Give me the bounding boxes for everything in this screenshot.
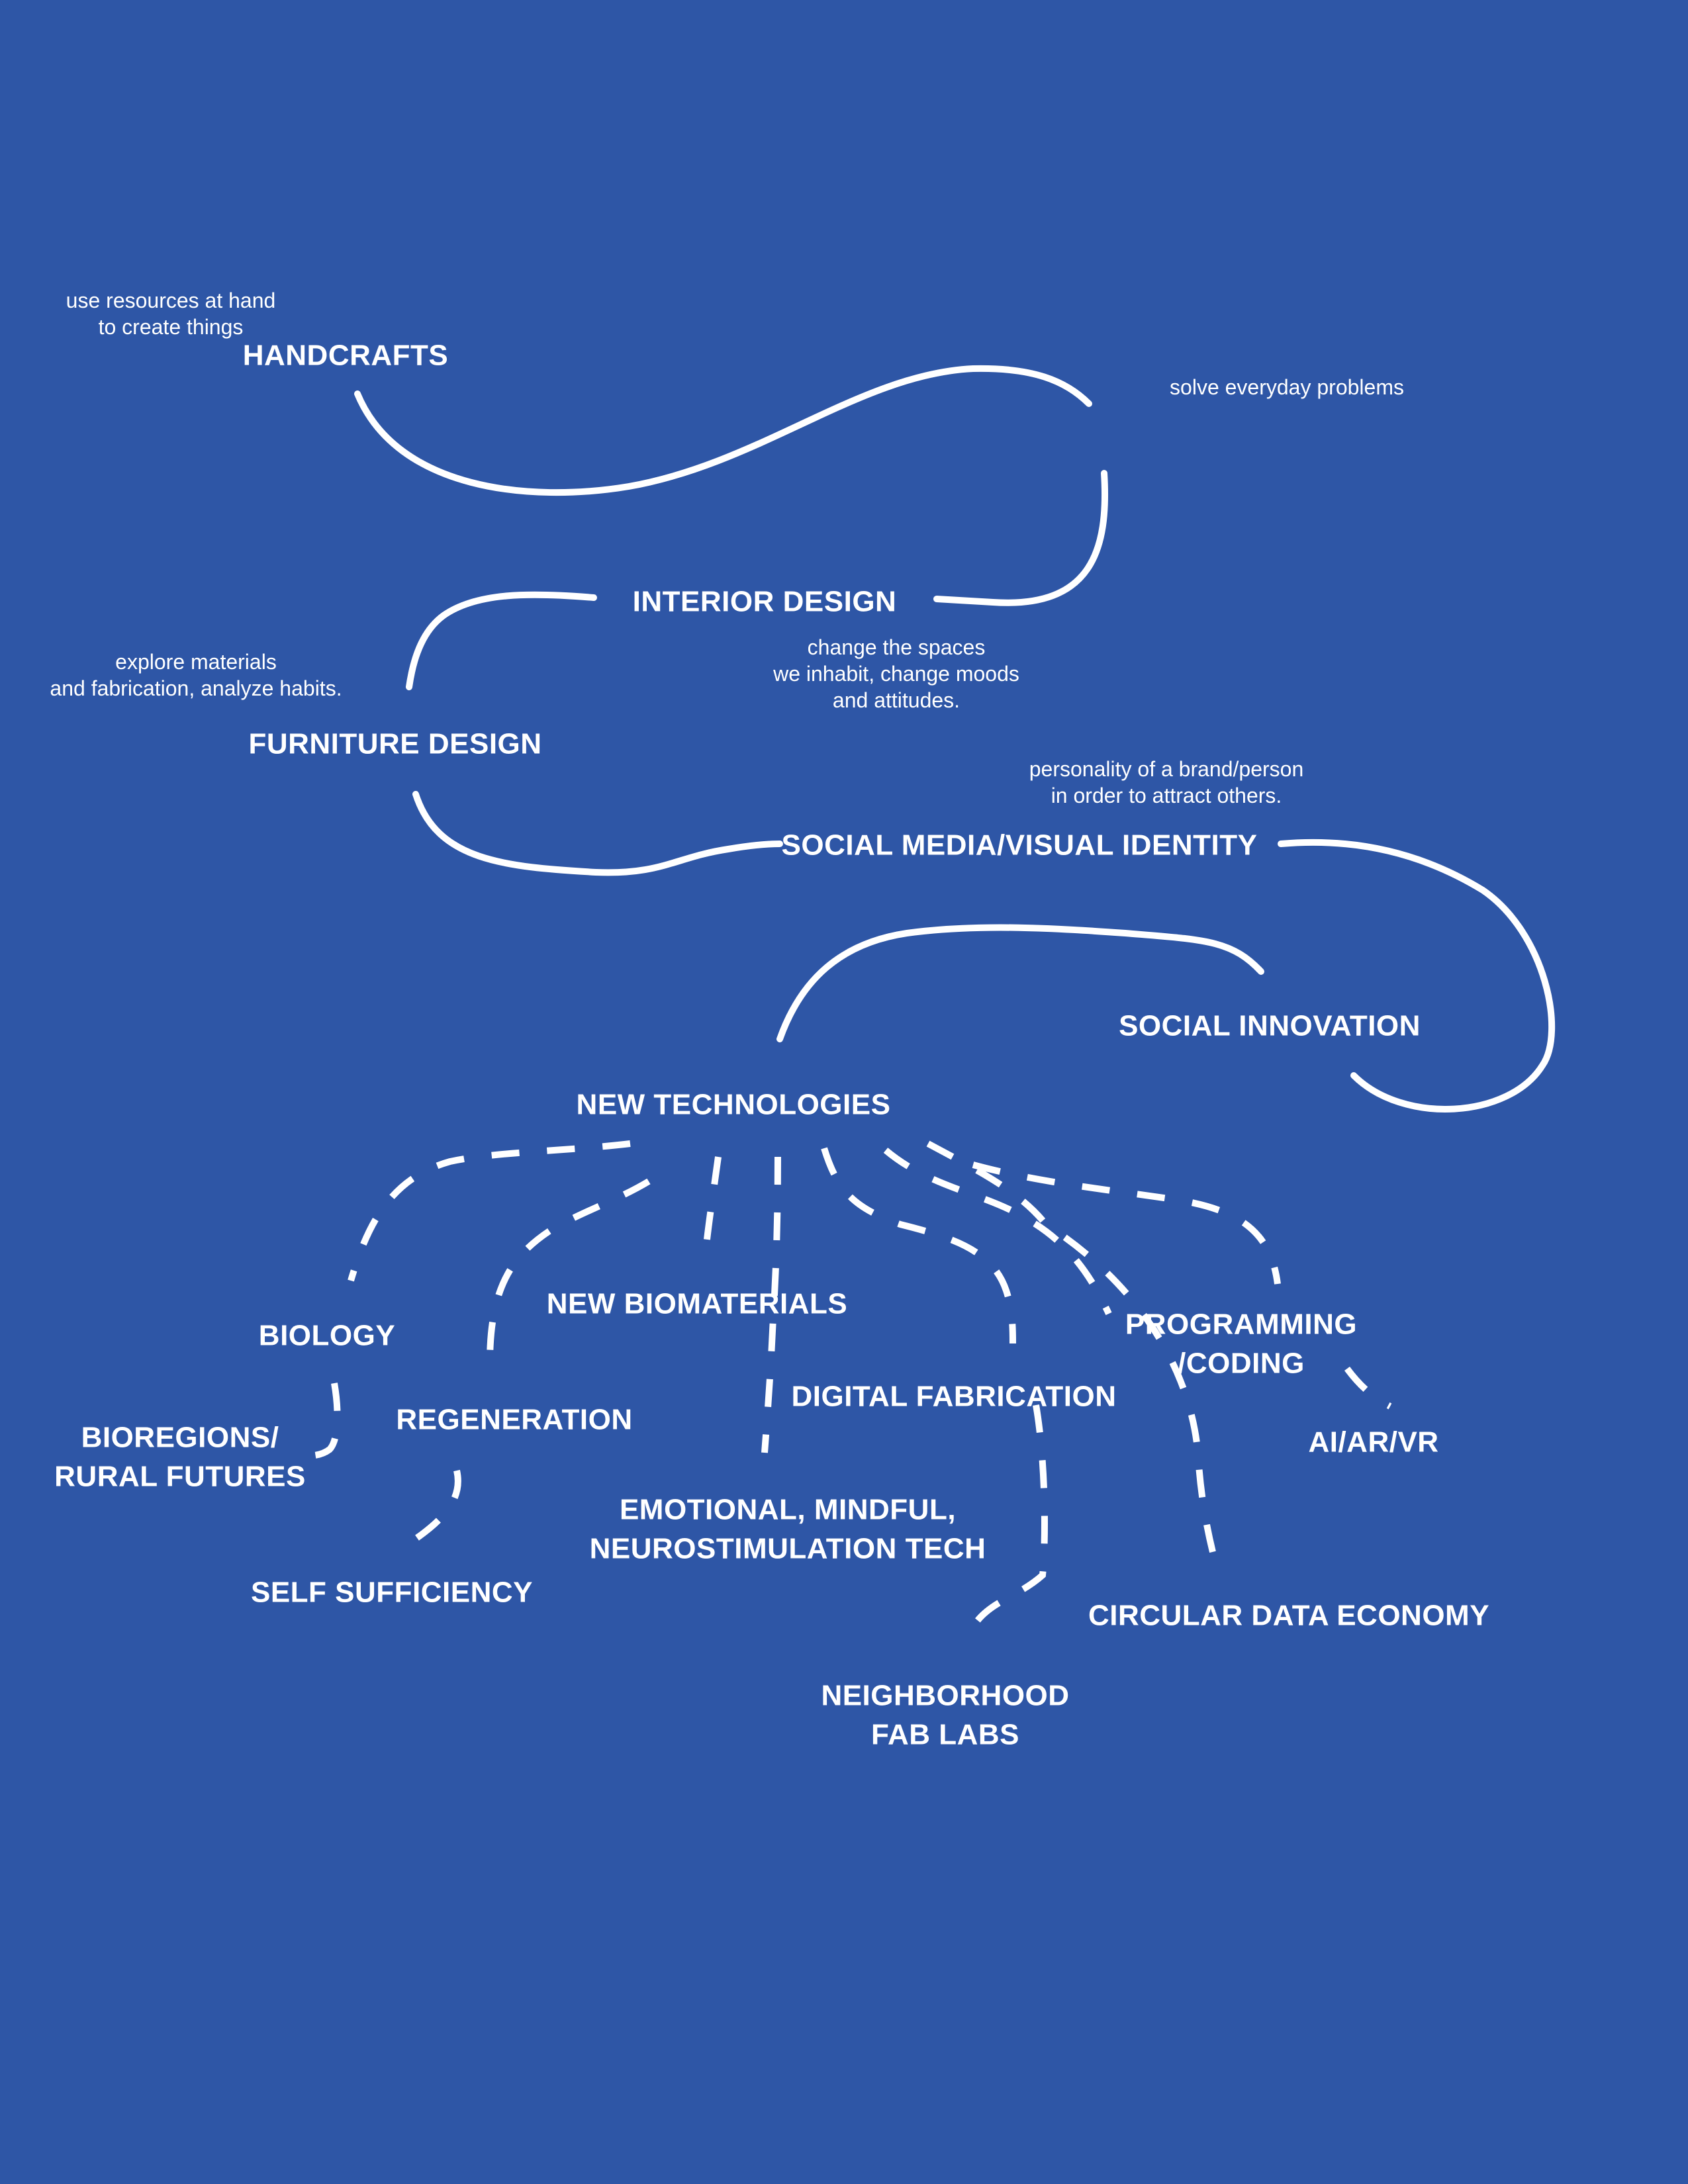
node-biology: BIOLOGY bbox=[258, 1319, 396, 1352]
node-line: FAB LABS bbox=[871, 1719, 1019, 1751]
note-line: use resources at hand bbox=[66, 289, 276, 312]
node-social-media-visual-identity: SOCIAL MEDIA/VISUAL IDENTITY bbox=[781, 829, 1258, 862]
node-ai-ar-vr: AI/AR/VR bbox=[1308, 1426, 1439, 1459]
branch-programming-to-ai bbox=[1344, 1367, 1392, 1410]
note-everyday: solve everyday problems bbox=[1170, 374, 1404, 400]
node-bioregions-rural-futures: BIOREGIONS/ RURAL FUTURES bbox=[54, 1418, 306, 1497]
branch-to-digital-fabrication bbox=[821, 1147, 1016, 1344]
node-self-sufficiency: SELF SUFFICIENCY bbox=[250, 1576, 534, 1609]
branch-to-ai bbox=[972, 1161, 1281, 1285]
note-line: explore materials bbox=[115, 650, 277, 674]
branch-biology-to-bioregions bbox=[299, 1383, 341, 1459]
branch-to-regeneration bbox=[487, 1178, 651, 1364]
node-emotional-neurostimulation-tech: EMOTIONAL, MINDFUL, NEUROSTIMULATION TEC… bbox=[590, 1490, 986, 1569]
node-furniture-design: FURNITURE DESIGN bbox=[248, 727, 542, 760]
connector-handcrafts-to-everyday bbox=[354, 365, 1092, 496]
branch-to-emotional bbox=[761, 1156, 781, 1453]
node-line: BIOREGIONS/ bbox=[81, 1421, 279, 1454]
node-line: NEIGHBORHOOD bbox=[821, 1679, 1070, 1712]
branch-to-new-biomaterials bbox=[702, 1156, 722, 1258]
node-digital-fabrication: DIGITAL FABRICATION bbox=[791, 1380, 1117, 1413]
node-new-biomaterials: NEW BIOMATERIALS bbox=[546, 1287, 848, 1320]
branch-regeneration-to-self-sufficiency bbox=[399, 1469, 461, 1552]
node-social-innovation: SOCIAL INNOVATION bbox=[1119, 1009, 1421, 1042]
node-line: /CODING bbox=[1178, 1347, 1305, 1380]
node-neighborhood-fab-labs: NEIGHBORHOOD FAB LABS bbox=[821, 1676, 1069, 1755]
node-handcrafts: HANDCRAFTS bbox=[242, 339, 449, 372]
note-interior: change the spaces we inhabit, change moo… bbox=[773, 634, 1019, 713]
note-handcrafts: use resources at hand to create things bbox=[66, 287, 276, 340]
node-line: EMOTIONAL, MINDFUL, bbox=[619, 1493, 957, 1526]
node-regeneration: REGENERATION bbox=[396, 1403, 633, 1436]
note-line: solve everyday problems bbox=[1170, 375, 1404, 399]
node-interior-design: INTERIOR DESIGN bbox=[632, 585, 897, 618]
note-line: to create things bbox=[98, 315, 244, 339]
note-social-media: personality of a brand/person in order t… bbox=[1029, 756, 1303, 809]
note-line: and fabrication, analyze habits. bbox=[50, 676, 342, 700]
note-line: change the spaces bbox=[807, 635, 986, 659]
node-new-technologies: NEW TECHNOLOGIES bbox=[576, 1088, 891, 1121]
connector-interior-to-furniture bbox=[406, 591, 597, 690]
branch-to-biology bbox=[348, 1140, 631, 1282]
node-line: PROGRAMMING bbox=[1125, 1308, 1358, 1341]
branch-digital-fabrication-to-neighborhood bbox=[963, 1404, 1048, 1643]
node-programming-coding: PROGRAMMING /CODING bbox=[1125, 1305, 1357, 1384]
node-circular-data-economy: CIRCULAR DATA ECONOMY bbox=[1088, 1599, 1490, 1632]
connector-furniture-to-social-media bbox=[412, 791, 783, 876]
branch-to-programming bbox=[883, 1148, 1112, 1316]
connector-social-innovation-to-new-technologies bbox=[776, 924, 1264, 1042]
node-line: NEUROSTIMULATION TECH bbox=[589, 1533, 986, 1565]
branch-to-circular-data bbox=[926, 1140, 1221, 1573]
connector-social-media-to-social-innovation bbox=[1278, 839, 1556, 1113]
connector-everyday-to-interior bbox=[933, 470, 1109, 606]
note-line: we inhabit, change moods bbox=[773, 662, 1019, 686]
note-line: and attitudes. bbox=[832, 688, 961, 712]
note-furniture: explore materials and fabrication, analy… bbox=[50, 649, 342, 702]
note-line: in order to attract others. bbox=[1051, 784, 1282, 807]
node-line: RURAL FUTURES bbox=[54, 1461, 306, 1493]
note-line: personality of a brand/person bbox=[1029, 757, 1304, 781]
